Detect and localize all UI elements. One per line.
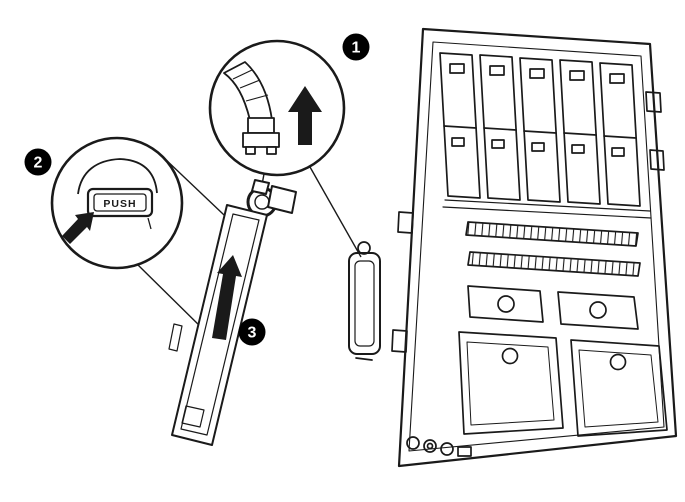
push-latch-detail bbox=[77, 158, 158, 230]
leader-callout1-to-chassis bbox=[309, 166, 362, 258]
badge-1-circle bbox=[342, 33, 370, 61]
up-arrow-icon-1 bbox=[288, 86, 322, 145]
badge-3-number: 3 bbox=[248, 325, 257, 342]
front-panel bbox=[406, 436, 472, 457]
leader-callout2-lower bbox=[136, 263, 207, 333]
callout-1 bbox=[208, 39, 346, 177]
callout-1-circle bbox=[208, 39, 346, 177]
callout-2: PUSH bbox=[50, 136, 184, 270]
callout-badges: 1 2 3 bbox=[24, 33, 370, 346]
diagonal-arrow-icon-2 bbox=[62, 212, 94, 244]
server-chassis bbox=[348, 27, 678, 468]
latch-housing bbox=[77, 158, 158, 195]
chassis-outline bbox=[397, 27, 678, 468]
push-button bbox=[86, 187, 154, 218]
dimm-slots bbox=[465, 221, 641, 277]
badge-2-circle bbox=[24, 148, 52, 176]
callout-badge-1: 1 bbox=[342, 33, 370, 61]
riser-module bbox=[168, 179, 297, 446]
up-arrow-icon-3 bbox=[212, 255, 242, 340]
pcie-riser-blanks bbox=[458, 331, 668, 437]
callout-badge-2: 2 bbox=[24, 148, 52, 176]
badge-2-number: 2 bbox=[34, 155, 43, 172]
badge-3-circle bbox=[238, 318, 266, 346]
push-button-label: PUSH bbox=[103, 198, 136, 210]
cable-connector-detail bbox=[223, 61, 280, 155]
top-connector bbox=[267, 185, 297, 214]
badge-1-number: 1 bbox=[352, 40, 361, 57]
riser-slot bbox=[348, 241, 381, 361]
air-baffles bbox=[439, 52, 641, 207]
mid-trays bbox=[467, 285, 639, 330]
callout-badge-3: 3 bbox=[238, 318, 266, 346]
ribbon-cable bbox=[223, 61, 273, 121]
